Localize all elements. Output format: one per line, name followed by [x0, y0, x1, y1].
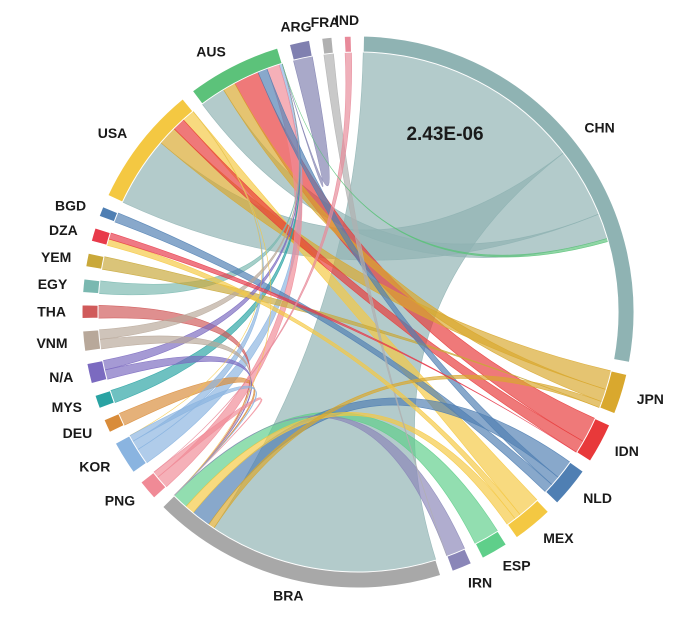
node-arc-mex [506, 499, 550, 539]
node-arc-esp [474, 530, 508, 559]
node-label-arg: ARG [280, 19, 311, 35]
ribbon-VNM-bra [99, 335, 251, 496]
ribbon-IRN-bra [173, 415, 466, 557]
node-label-png: PNG [105, 493, 135, 509]
node-arc-arg [288, 39, 313, 61]
node-label-nld: NLD [583, 490, 612, 506]
node-arc-fra [321, 36, 334, 55]
node-label-mex: MEX [543, 530, 574, 546]
node-label-aus: AUS [196, 44, 226, 60]
node-arc-bra [161, 495, 442, 589]
node-label-jpn: JPN [637, 391, 664, 407]
ribbon-VNM-aus [98, 63, 300, 340]
ribbon-ARG-aus [281, 55, 330, 187]
node-arc-dza [90, 227, 111, 246]
node-label-na: N/A [49, 369, 73, 385]
node-arc-ind [343, 35, 353, 53]
node-label-yem: YEM [41, 249, 71, 265]
node-label-idn: IDN [615, 443, 639, 459]
node-label-vnm: VNM [36, 335, 67, 351]
node-arc-idn [576, 417, 611, 462]
node-arc-aus [191, 47, 283, 105]
ribbon-FRA-irn [323, 52, 448, 557]
node-arc-kor [114, 435, 148, 474]
node-arc-egy [82, 278, 101, 295]
ribbon-KOR-bra [128, 385, 257, 496]
node-arc-bgd [98, 205, 119, 223]
node-arc-png [140, 471, 167, 499]
node-arc-mys [94, 390, 116, 410]
node-arc-deu [103, 413, 125, 434]
node-arc-jpn [599, 370, 628, 415]
node-arc-yem [85, 252, 105, 270]
node-arc-nld [544, 461, 584, 504]
ribbons-layer [97, 51, 612, 573]
arcs-layer [81, 35, 635, 589]
ribbon-DZA-idn [108, 232, 577, 453]
node-label-esp: ESP [503, 558, 531, 574]
node-label-kor: KOR [79, 459, 110, 475]
node-label-bgd: BGD [55, 198, 86, 214]
ribbon-IND-png [153, 51, 352, 473]
node-label-irn: IRN [468, 575, 492, 591]
node-arc-usa [107, 98, 194, 203]
chart-annotation: 2.43E-06 [406, 124, 483, 145]
node-label-dza: DZA [49, 222, 78, 238]
node-label-usa: USA [98, 125, 128, 141]
node-arc-chn [362, 35, 635, 363]
node-arc-na [86, 360, 108, 385]
node-label-ind: IND [335, 12, 359, 28]
node-label-tha: THA [37, 304, 66, 320]
node-label-deu: DEU [63, 425, 93, 441]
node-label-bra: BRA [273, 588, 303, 604]
node-label-egy: EGY [38, 276, 68, 292]
node-label-chn: CHN [584, 120, 614, 136]
node-arc-tha [81, 304, 99, 320]
node-label-fra: FRA [311, 14, 340, 30]
node-label-mys: MYS [52, 399, 82, 415]
node-arc-vnm [82, 329, 102, 352]
node-arc-irn [446, 548, 473, 572]
labels-layer: CHN JPN IDN NLD MEX ESP IRN BRA PNG KOR DEU MYS N/A V… [36, 12, 663, 603]
